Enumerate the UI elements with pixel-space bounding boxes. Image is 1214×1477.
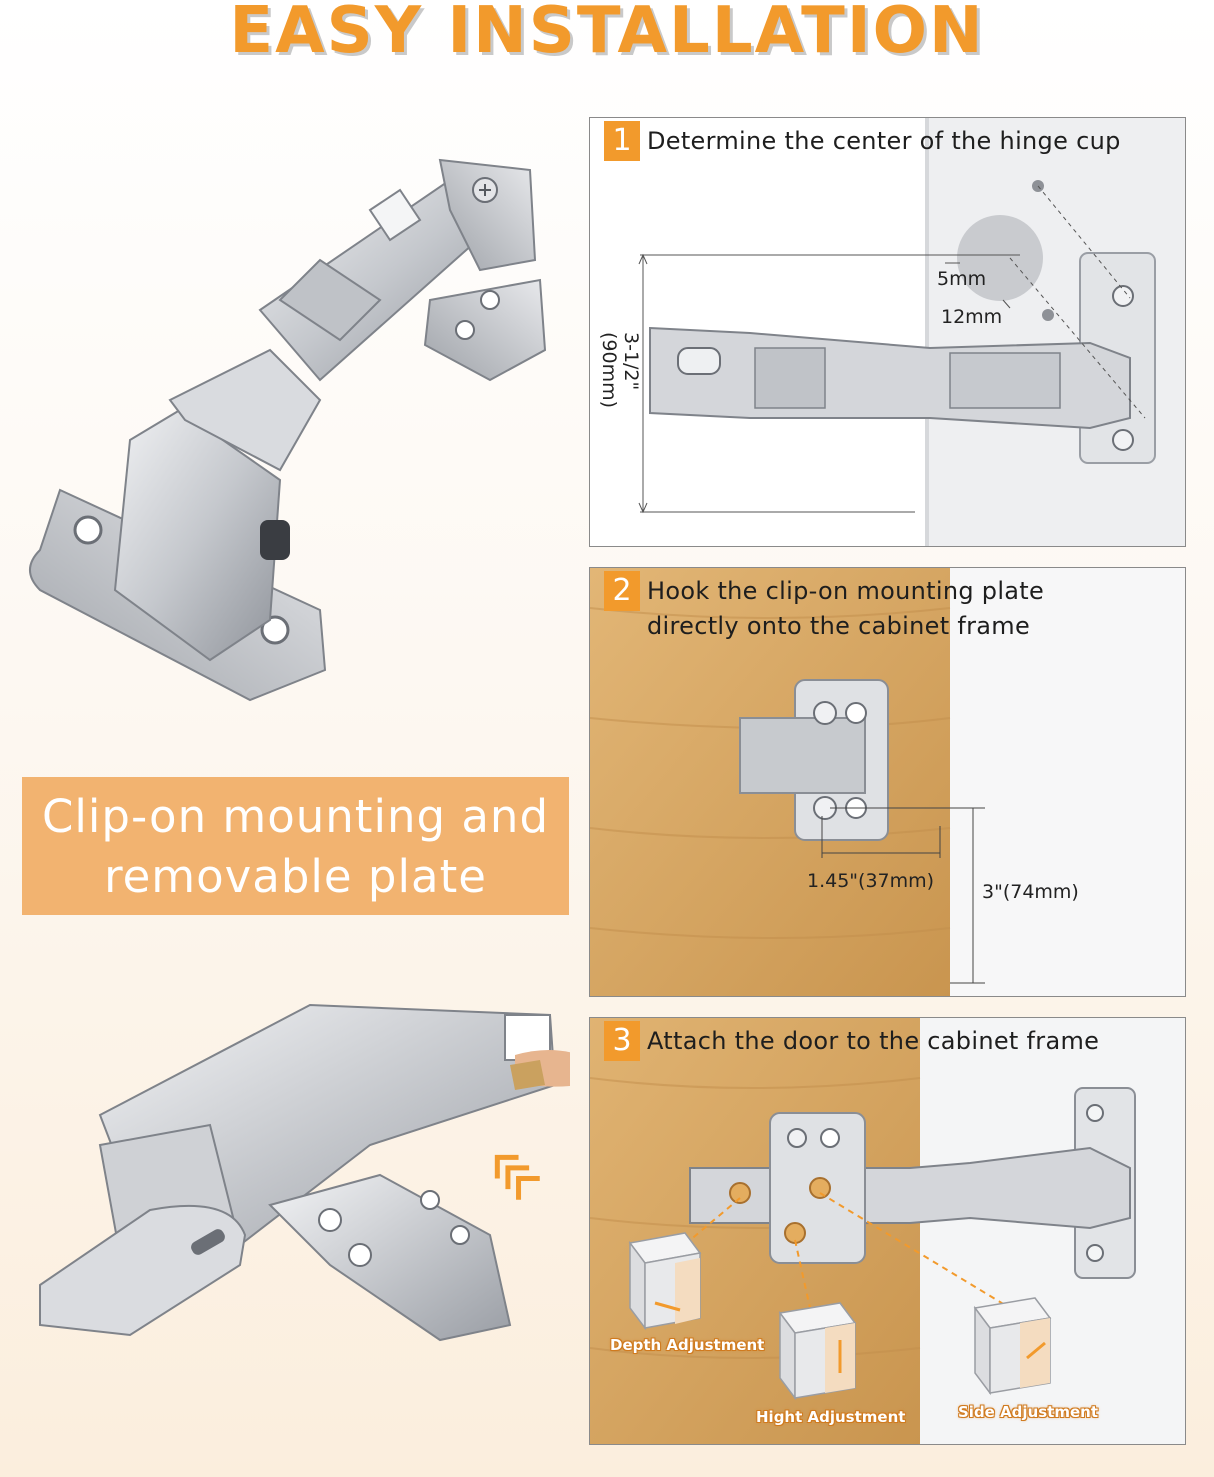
dim-plate-height: 3"(74mm)	[982, 881, 1079, 903]
step-1-panel: 1 Determine the center of the hinge cup …	[589, 117, 1186, 547]
step-2-diagram	[590, 568, 1185, 996]
height-cube-icon	[778, 1302, 857, 1401]
hinge-clip-image	[39, 1003, 570, 1342]
step-1-number: 1	[604, 121, 640, 161]
step-3-number: 3	[604, 1021, 640, 1061]
step-2-line-1: Hook the clip-on mounting plate	[647, 577, 1045, 605]
dim-height-span: 3-1/2"(90mm)	[598, 332, 642, 409]
step-2-text: Hook the clip-on mounting plate directly…	[647, 574, 1044, 644]
feature-callout: Clip-on mounting and removable plate	[22, 777, 569, 915]
depth-cube-icon	[628, 1232, 702, 1331]
step-3-diagram	[590, 1018, 1185, 1444]
step-3-text: Attach the door to the cabinet frame	[647, 1027, 1100, 1055]
step-1-text: Determine the center of the hinge cup	[647, 127, 1121, 155]
step-2-line-2: directly onto the cabinet frame	[647, 612, 1031, 640]
callout-line-1: Clip-on mounting and	[41, 790, 550, 843]
dim-cup-offset-12mm: 12mm	[941, 306, 1003, 328]
callout-line-2: removable plate	[104, 850, 487, 903]
height-adjustment-label: Hight Adjustment	[756, 1408, 906, 1426]
step-2-number: 2	[604, 571, 640, 611]
step-2-panel: 2 Hook the clip-on mounting plate direct…	[589, 567, 1186, 997]
page-title: EASY INSTALLATION	[229, 0, 985, 68]
step-3-panel: 3 Attach the door to the cabinet frame D…	[589, 1017, 1186, 1445]
step-1-diagram	[638, 118, 1185, 546]
dim-cup-offset-5mm: 5mm	[937, 268, 987, 290]
dim-plate-hole-spacing: 1.45"(37mm)	[807, 870, 935, 892]
side-cube-icon	[973, 1297, 1052, 1396]
depth-adjustment-label: Depth Adjustment	[610, 1336, 765, 1354]
hinge-product-image	[29, 158, 547, 702]
side-adjustment-label: Side Adjustment	[958, 1403, 1098, 1421]
